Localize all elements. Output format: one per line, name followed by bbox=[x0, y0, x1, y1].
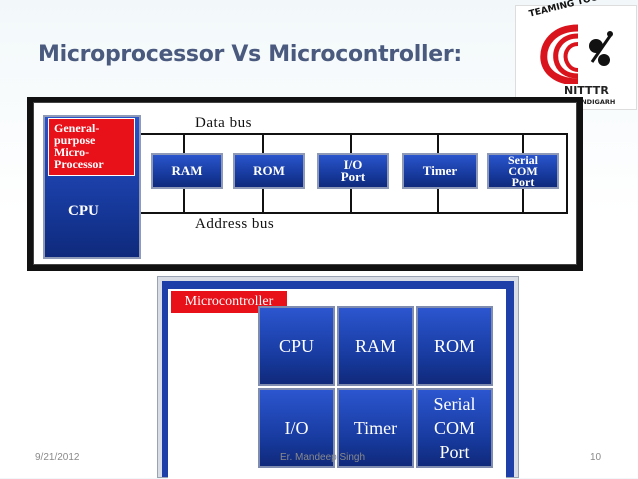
address-bus-label: Address bus bbox=[195, 216, 275, 232]
logo-tagline: TEAMING TOGETHER bbox=[528, 0, 632, 20]
footer-date: 9/21/2012 bbox=[35, 452, 80, 463]
data-bus-label: Data bus bbox=[195, 115, 252, 131]
microcontroller-label: Microcontroller bbox=[170, 290, 288, 314]
device-timer: Timer bbox=[402, 153, 478, 189]
mc-cell-cpu: CPU bbox=[258, 306, 335, 386]
cpu-label: CPU bbox=[68, 203, 99, 219]
footer-page-number: 10 bbox=[590, 452, 602, 463]
mc-cell-serial-com-port: Serial COM Port bbox=[416, 388, 493, 468]
slide-title: Microprocessor Vs Microcontroller: bbox=[38, 42, 462, 67]
device-rom: ROM bbox=[233, 153, 305, 189]
mc-cell-io: I/O bbox=[258, 388, 335, 468]
logo-city: CHANDIGARH bbox=[566, 98, 616, 106]
mc-cell-timer: Timer bbox=[337, 388, 414, 468]
cpu-description: General- purpose Micro- Processor bbox=[48, 118, 135, 176]
device-serial-com-port: Serial COM Port bbox=[487, 153, 559, 189]
mc-cell-ram: RAM bbox=[337, 306, 414, 386]
address-bus-line bbox=[141, 212, 568, 214]
device-io-port: I/O Port bbox=[317, 153, 389, 189]
data-bus-line bbox=[141, 133, 568, 135]
bus-end bbox=[566, 133, 568, 213]
device-ram: RAM bbox=[151, 153, 223, 189]
nitttr-logo: TEAMING TOGETHER NITTTR CHANDIGARH bbox=[515, 0, 637, 110]
logo-mark-icon bbox=[540, 24, 613, 84]
footer-author: Er. Mandeep Singh bbox=[280, 452, 366, 463]
mc-cell-rom: ROM bbox=[416, 306, 493, 386]
logo-name: NITTTR bbox=[564, 84, 609, 97]
